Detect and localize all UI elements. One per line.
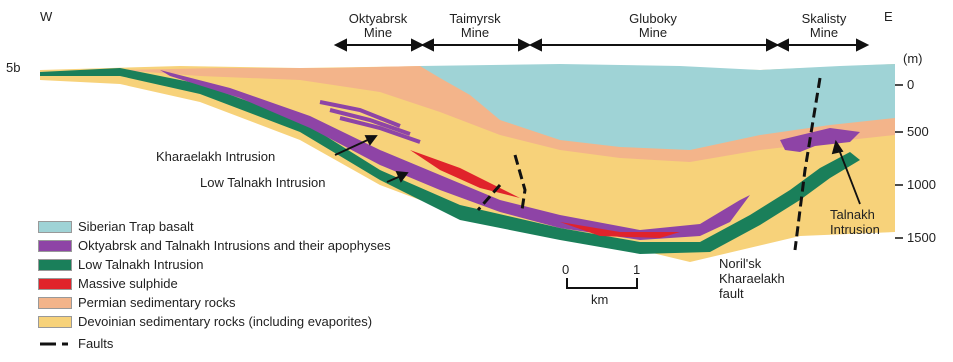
- legend-label: Oktyabrsk and Talnakh Intrusions and the…: [78, 238, 391, 253]
- mine-suffix: Mine: [610, 26, 696, 40]
- compass-east: E: [884, 10, 893, 24]
- legend-label: Siberian Trap basalt: [78, 219, 194, 234]
- depth-tick: 1500: [907, 231, 936, 245]
- compass-west: W: [40, 10, 52, 24]
- fault-line-icon: [38, 338, 72, 350]
- legend-item: Devoinian sedimentary rocks (including e…: [38, 314, 372, 329]
- section-marker: 5b: [6, 61, 20, 75]
- fault-label-3: fault: [719, 287, 744, 301]
- legend-swatch: [38, 297, 72, 309]
- fault-label-1: Noril'sk: [719, 257, 761, 271]
- mine-gluboky: Gluboky Mine: [610, 12, 696, 40]
- mine-suffix: Mine: [432, 26, 518, 40]
- legend-swatch: [38, 259, 72, 271]
- mine-name: Skalisty: [786, 12, 862, 26]
- legend-item: Low Talnakh Intrusion: [38, 257, 204, 272]
- legend-item: Oktyabrsk and Talnakh Intrusions and the…: [38, 238, 391, 253]
- mine-name: Gluboky: [610, 12, 696, 26]
- legend-label: Faults: [78, 336, 113, 351]
- depth-unit: (m): [903, 52, 923, 66]
- depth-tick: 500: [907, 125, 929, 139]
- legend-item: Massive sulphide: [38, 276, 178, 291]
- mine-oktyabrsk: Oktyabrsk Mine: [335, 12, 421, 40]
- legend-label: Massive sulphide: [78, 276, 178, 291]
- legend-swatch: [38, 278, 72, 290]
- legend-swatch: [38, 240, 72, 252]
- talnakh-label-2: Intrusion: [830, 223, 880, 237]
- legend-swatch: [38, 221, 72, 233]
- scale-start: 0: [562, 263, 569, 277]
- legend-item: Siberian Trap basalt: [38, 219, 194, 234]
- mine-arrows: [336, 40, 867, 50]
- legend-label: Devoinian sedimentary rocks (including e…: [78, 314, 372, 329]
- legend-item: Permian sedimentary rocks: [38, 295, 236, 310]
- depth-axis-ticks: [895, 85, 903, 238]
- legend-item: Faults: [38, 336, 113, 351]
- mine-taimyrsk: Taimyrsk Mine: [432, 12, 518, 40]
- scale-end: 1: [633, 263, 640, 277]
- mine-name: Oktyabrsk: [335, 12, 421, 26]
- fault-label-2: Kharaelakh: [719, 272, 785, 286]
- kharaelakh-label: Kharaelakh Intrusion: [156, 150, 275, 164]
- mine-name: Taimyrsk: [432, 12, 518, 26]
- legend-swatch: [38, 316, 72, 328]
- low-talnakh-label: Low Talnakh Intrusion: [200, 176, 326, 190]
- legend-label: Permian sedimentary rocks: [78, 295, 236, 310]
- mine-suffix: Mine: [335, 26, 421, 40]
- mine-skalisty: Skalisty Mine: [786, 12, 862, 40]
- depth-tick: 1000: [907, 178, 936, 192]
- mine-suffix: Mine: [786, 26, 862, 40]
- scale-bar: [567, 278, 637, 288]
- legend-label: Low Talnakh Intrusion: [78, 257, 204, 272]
- scale-unit: km: [591, 293, 608, 307]
- talnakh-label-1: Talnakh: [830, 208, 875, 222]
- depth-tick: 0: [907, 78, 914, 92]
